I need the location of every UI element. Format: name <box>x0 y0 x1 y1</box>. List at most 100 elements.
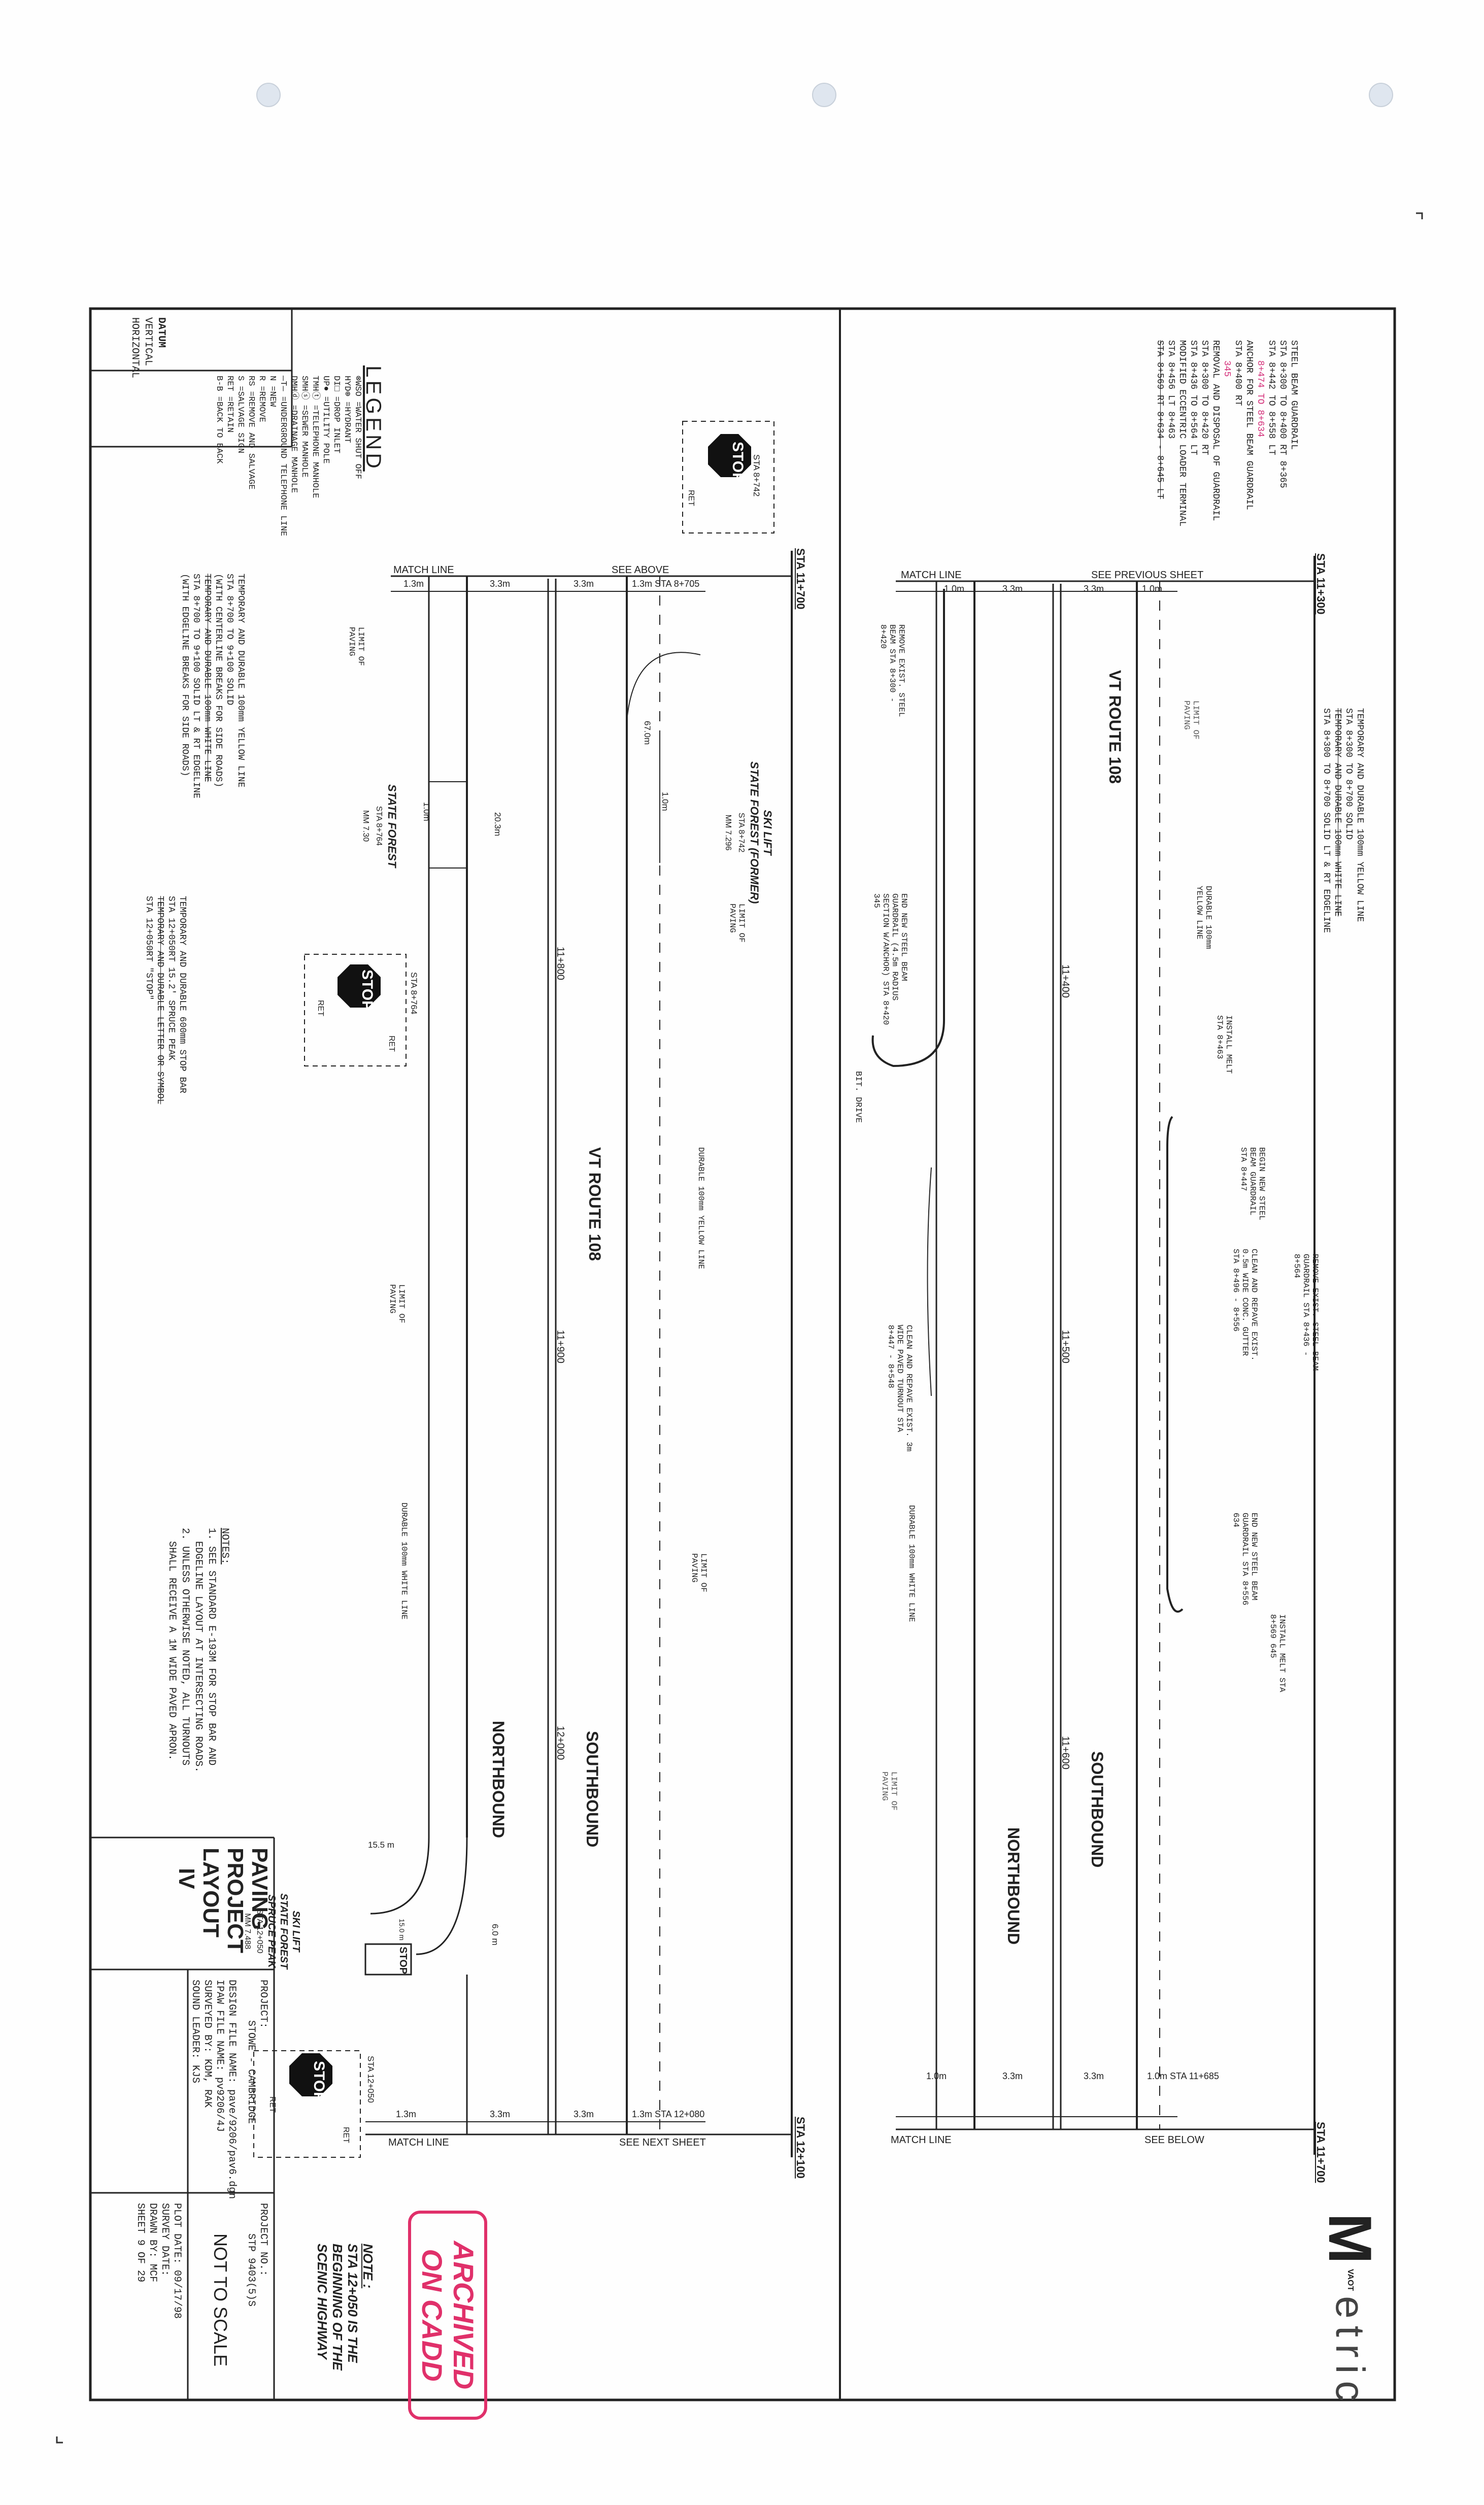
striping-note: TEMPORARY AND DURABLE 100mm WHITE LINE <box>202 574 212 782</box>
lower-dim: 1.3m STA 8+705 <box>632 579 700 589</box>
guardrail-note: STA 8+300 TO 8+400 RT 8+365 <box>1277 340 1288 488</box>
striping-note: STA 8+700 TO 9+100 SOLID <box>224 574 234 706</box>
crop-mark <box>56 2436 63 2444</box>
upper-see-previous: SEE PREVIOUS SHEET <box>1091 570 1204 581</box>
upper-dim: 1.0m <box>1142 584 1163 594</box>
upper-see-below: SEE BELOW <box>1144 2134 1204 2146</box>
upper-route-label: VT ROUTE 108 <box>1106 670 1124 784</box>
stop-note: TEMPORARY AND DURABLE 600mm STOP BAR <box>177 896 187 1093</box>
upper-northbound: NORTHBOUND <box>1004 1827 1023 1945</box>
upper-limit-paving: LIMIT OF PAVING <box>1182 700 1200 740</box>
stop-sign-sta: STA 8+742 <box>752 454 761 497</box>
lower-dim-67: 67.0m <box>643 721 652 745</box>
legend-item: ⊗WSO =WATER SHUT OFF <box>353 376 362 480</box>
legend-item: RS =REMOVE AND SALVAGE <box>246 376 256 490</box>
stop-note: STA 12+050RT "STOP" <box>144 896 154 1000</box>
legend-item: TMHⓣ =TELEPHONE MANHOLE <box>310 376 320 498</box>
legend-item: S =SALVAGE SIGN <box>235 376 245 454</box>
stamp-line: ON CADD <box>416 2249 448 2382</box>
stop-sign-icon <box>682 421 774 533</box>
legend-item: HYD⊕ =HYDRANT <box>342 376 352 443</box>
lower-sta-start: STA 11+700 <box>794 548 807 610</box>
crop-mark <box>1416 212 1423 219</box>
legend-item: R =REMOVE <box>257 376 266 422</box>
guardrail-note: STA 8+442 TO 8+558 LT <box>1266 340 1276 455</box>
lower-dim-ticks <box>365 591 705 2122</box>
guardrail-note: STA 8+456 LT 8+463 <box>1166 340 1176 439</box>
survey-date: SURVEY DATE: <box>159 2203 171 2277</box>
guardrail-note: STA 8+436 TO 8+564 LT <box>1188 340 1198 455</box>
upper-remove-exist-2: REMOVE EXIST. STEEL BEAM GUARDRAIL STA 8… <box>1292 1254 1320 1371</box>
striping-note: STA 8+700 TO 9+100 SOLID LT & RT EDGELIN… <box>191 574 201 798</box>
datum-block: DATUM VERTICAL HORIZONTAL <box>128 317 167 378</box>
plot-date: PLOT DATE: 09/17/98 <box>171 2203 183 2319</box>
state-forest-label: STATE FOREST <box>278 1893 289 1969</box>
upper-match-line-bottom: MATCH LINE <box>891 2134 952 2146</box>
scenic-note-line: SCENIC HIGHWAY <box>315 2244 330 2359</box>
lower-limit-paving: LIMIT OF PAVING <box>690 1553 708 1592</box>
mm-label: MM 7.30 <box>361 810 370 842</box>
upper-striping-notes: TEMPORARY AND DURABLE 100mm YELLOW LINE … <box>1321 708 1365 933</box>
striping-note: (WITH CENTERLINE BREAKS FOR SIDE ROADS) <box>213 574 223 788</box>
scale-note: NOT TO SCALE <box>210 2233 231 2367</box>
guardrail-note: ANCHOR FOR STEEL BEAM GUARDRAIL <box>1244 340 1254 510</box>
sheet-title-line: IV <box>174 1868 199 1889</box>
binder-hole <box>256 83 281 107</box>
upper-install-melt: INSTALL MELT STA 8+463 <box>1215 1015 1233 1074</box>
stop-note: STA 12+050RT 15.2' SPRUCE PEAK <box>166 896 176 1061</box>
stop-sign-icon <box>304 954 407 1066</box>
lower-limit-paving: LIMIT OF PAVING <box>388 1284 406 1323</box>
stop-note: TEMPORARY AND DURABLE LETTER OR SYMBOL <box>155 896 165 1105</box>
upper-dim: 3.3m <box>1002 2071 1023 2081</box>
legend-title: LEGEND <box>362 365 386 472</box>
stop-sign-ret: RET <box>342 2127 350 2143</box>
datum-horizontal: HORIZONTAL <box>129 317 141 379</box>
note-line: SHALL RECEIVE A 1M WIDE PAVED APRON. <box>166 1541 178 1761</box>
stop-legend-pavement: STOP <box>397 1947 409 1975</box>
upper-sta-end: STA 11+700 <box>1314 2122 1327 2183</box>
upper-sta-start: STA 11+300 <box>1314 553 1327 615</box>
scenic-note-line: BEGINNING OF THE <box>330 2244 345 2370</box>
lower-dim: 3.3m <box>490 579 511 589</box>
guardrail-note: REMOVAL AND DISPOSAL OF GUARDRAIL <box>1210 340 1221 521</box>
lower-route-label: VT ROUTE 108 <box>586 1147 604 1261</box>
upper-bit-drive: BIT. DRIVE <box>853 1071 863 1123</box>
metric-logo-letter: M <box>1316 2213 1384 2264</box>
notes-title: NOTES: <box>219 1528 230 1565</box>
lower-limit-paving: LIMIT OF PAVING <box>347 627 365 666</box>
project-number-block: PROJECT NO.: STP 9403(5)S <box>245 2203 269 2307</box>
lower-dim: 3.3m <box>490 2109 511 2119</box>
upper-end-new-2: END NEW STEEL BEAM GUARDRAIL STA 8+556 6… <box>1231 1513 1259 1606</box>
lower-dim: 3.3m <box>574 2109 594 2119</box>
lower-road <box>364 551 793 2157</box>
lower-dim-203: 20.3m <box>493 812 502 837</box>
upper-install-melt-2: INSTALL MELT STA 8+569 645 <box>1268 1614 1287 1692</box>
sheet-number: SHEET 9 OF 29 <box>134 2203 146 2283</box>
lower-dim: 3.3m <box>574 579 594 589</box>
scenic-note: NOTE : STA 12+050 IS THE BEGINNING OF TH… <box>315 2244 376 2370</box>
lower-station: 11+800 <box>555 947 566 980</box>
lower-dim-10: 1.0m <box>660 792 670 811</box>
sta-label: STA 8+742 <box>737 812 746 853</box>
upper-dim: 1.0m STA 11+685 <box>1147 2071 1219 2081</box>
sta-label: STA 8+764 <box>375 806 383 846</box>
sta-label: STA 12+050 <box>255 1909 264 1954</box>
lower-dim-ret: 15.0 m <box>398 1919 406 1941</box>
lower-sta-end: STA 12+100 <box>794 2117 807 2179</box>
spruce-peak-label: SPRUCE PEAK <box>266 1894 277 1968</box>
general-notes: NOTES: 1. SEE STANDARD E-193M FOR STOP B… <box>165 1528 231 1773</box>
stop-sign-ret: RET <box>316 1000 325 1016</box>
metric-logo: M VAOT etric <box>1316 2213 1384 2408</box>
lower-station: 12+000 <box>555 1726 566 1760</box>
sheet-frame <box>89 307 1396 2401</box>
note-line: 1. SEE STANDARD E-193M FOR STOP BAR AND <box>206 1528 217 1766</box>
legend-item: B-B =BACK TO BACK <box>214 376 224 464</box>
ski-lift-label: SKI LIFT <box>290 1911 301 1952</box>
upper-dim-ticks <box>896 591 1177 2117</box>
plot-info: PLOT DATE: 09/17/98 SURVEY DATE: DRAWN B… <box>134 2203 183 2319</box>
surveyed-by: SURVEYED BY: KDM, RAK <box>201 1980 213 2108</box>
ski-lift-label: SKI LIFT <box>761 810 774 855</box>
state-forest-label-block: STATE FOREST STA 8+764 MM 7.30 <box>359 784 398 867</box>
